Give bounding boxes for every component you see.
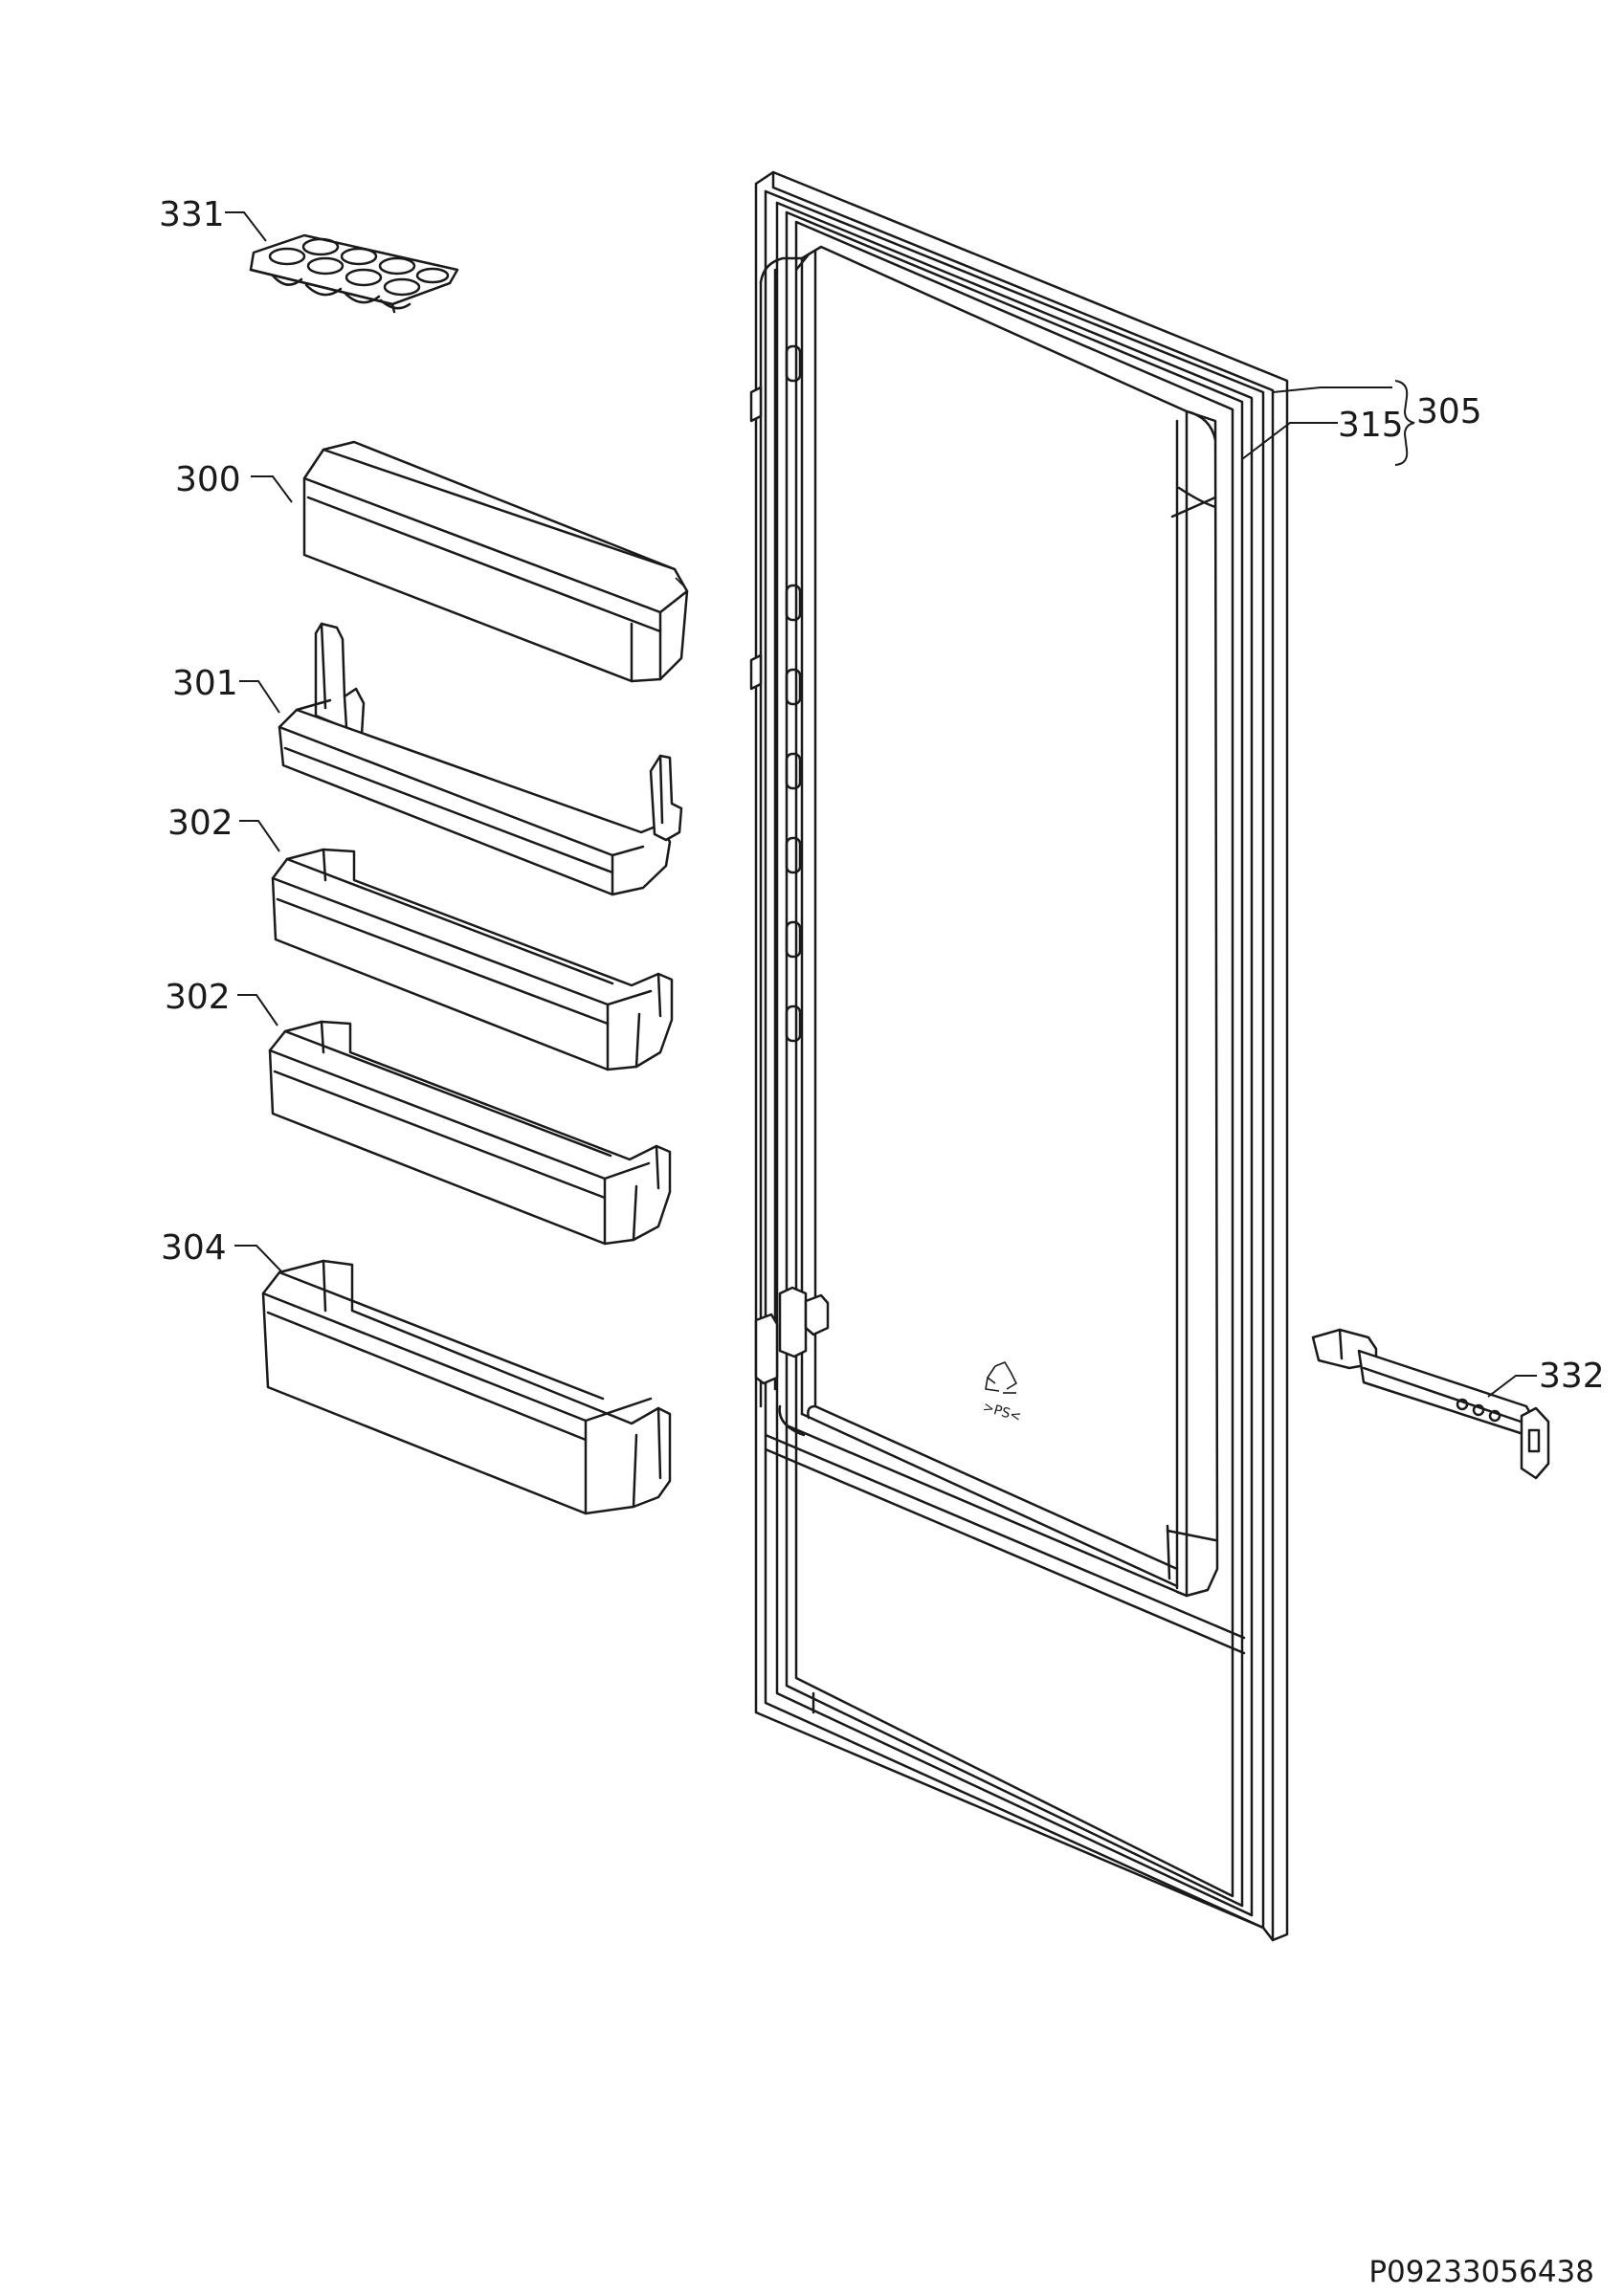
egg-tray-part-331 xyxy=(249,233,459,314)
door-assembly-part-305: >PS< xyxy=(749,170,1289,1942)
part-label-332: 332 xyxy=(1539,1357,1605,1396)
dairy-compartment-lid-part-300 xyxy=(302,440,689,683)
part-label-301: 301 xyxy=(172,664,238,703)
part-label-304: 304 xyxy=(161,1228,227,1268)
part-label-315: 315 xyxy=(1338,406,1404,445)
leader-lines xyxy=(225,211,1537,1398)
door-balcony-part-302-upper xyxy=(271,848,674,1071)
door-balcony-part-301 xyxy=(278,622,683,896)
part-label-305: 305 xyxy=(1416,392,1482,431)
door-balcony-part-302-lower xyxy=(268,1020,672,1246)
part-label-302-lower: 302 xyxy=(165,978,231,1017)
part-label-331: 331 xyxy=(159,195,225,234)
part-label-302-upper: 302 xyxy=(167,804,233,843)
door-gasket-part-315 xyxy=(764,170,1275,1942)
bottle-balcony-part-304 xyxy=(261,1259,672,1515)
part-label-300: 300 xyxy=(175,460,241,499)
hinge-rail-part-332 xyxy=(1311,1328,1550,1480)
drawing-code: P09233056438 xyxy=(1368,2255,1594,2289)
